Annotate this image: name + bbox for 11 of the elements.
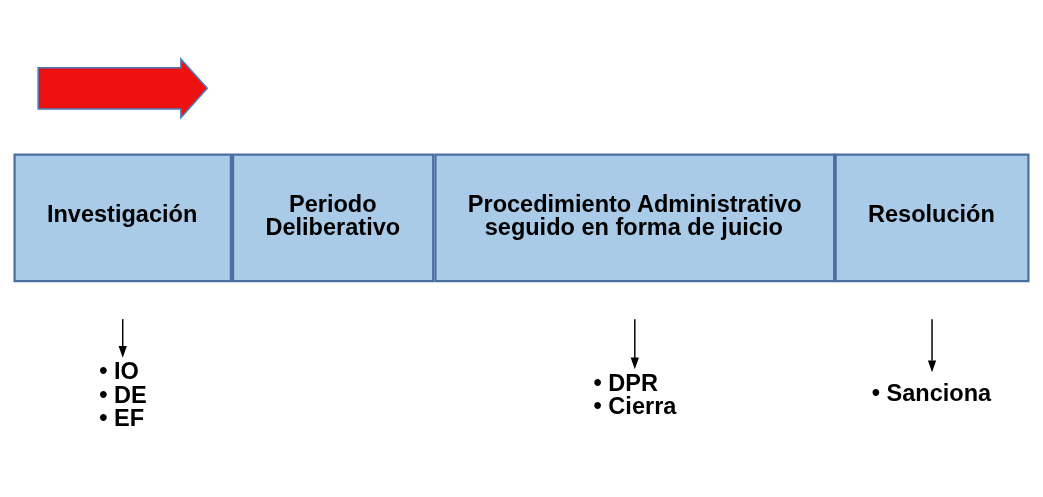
arrow: [927, 318, 937, 373]
node-arrow: [37, 56, 209, 120]
node-text: • Sanciona: [871, 380, 992, 407]
node-box: Investigación: [13, 153, 232, 283]
node-box: Procedimiento Administrativo seguido en forma de juicio: [434, 153, 836, 283]
arrow: [630, 318, 639, 370]
node-box: Resolución: [834, 153, 1030, 283]
arrow: [118, 318, 127, 358]
node-text: • IO • DE • EF: [99, 357, 147, 432]
node-box: Periodo Deliberativo: [232, 153, 435, 283]
node-text: • DPR • Cierra: [593, 369, 677, 420]
